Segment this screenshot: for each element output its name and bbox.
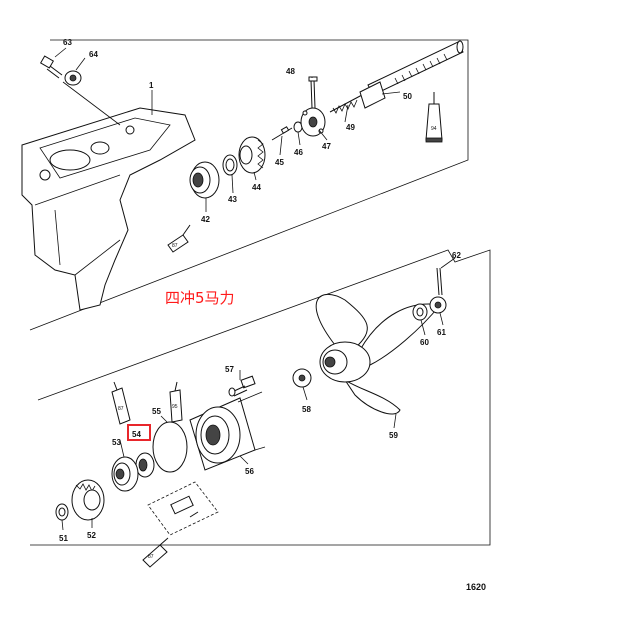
screw-63 bbox=[39, 55, 63, 79]
callout-49: 49 bbox=[346, 123, 355, 132]
callout-57: 57 bbox=[225, 365, 234, 374]
pump-body-47 bbox=[300, 107, 326, 137]
screw-48 bbox=[308, 76, 318, 109]
pin-45 bbox=[271, 126, 293, 141]
callout-labels: 1 42 43 44 45 46 47 48 49 50 51 52 53 54… bbox=[59, 38, 461, 543]
callout-59: 59 bbox=[389, 431, 398, 440]
bearing-42 bbox=[189, 161, 220, 199]
drive-shaft-50 bbox=[359, 40, 464, 109]
callout-63: 63 bbox=[63, 38, 72, 47]
callout-47: 47 bbox=[322, 142, 331, 151]
callout-50: 50 bbox=[403, 92, 412, 101]
washer-60 bbox=[412, 303, 428, 321]
sealant-tube-95: 95 bbox=[169, 381, 183, 423]
tube-label-95: 95 bbox=[172, 404, 178, 410]
callout-61: 61 bbox=[437, 328, 446, 337]
callout-51: 51 bbox=[59, 534, 68, 543]
callout-60: 60 bbox=[420, 338, 429, 347]
cotter-pin-62 bbox=[436, 267, 443, 296]
callout-45: 45 bbox=[275, 158, 284, 167]
callout-56: 56 bbox=[245, 467, 254, 476]
gear-housing bbox=[21, 107, 196, 311]
callout-64: 64 bbox=[89, 50, 98, 59]
callout-43: 43 bbox=[228, 195, 237, 204]
lower-assembly-frame bbox=[30, 249, 491, 546]
engine-type-annotation: 四冲5马力 bbox=[165, 289, 235, 307]
callout-52: 52 bbox=[87, 531, 96, 540]
callout-48: 48 bbox=[286, 67, 295, 76]
sealant-tube-94: 94 bbox=[425, 92, 443, 143]
leader-lines bbox=[54, 47, 456, 531]
shim-43 bbox=[222, 154, 238, 176]
tube-label-87-lower-a: 87 bbox=[118, 406, 124, 412]
callout-1: 1 bbox=[149, 81, 154, 90]
callout-54: 54 bbox=[132, 430, 141, 439]
sealant-tube-87-upper: 87 bbox=[167, 224, 191, 253]
nut-61 bbox=[429, 296, 447, 314]
upper-assembly-frame bbox=[29, 39, 469, 331]
callout-62: 62 bbox=[452, 251, 461, 260]
subassembly-dashed-box bbox=[147, 481, 219, 536]
callout-42: 42 bbox=[201, 215, 210, 224]
callout-44: 44 bbox=[252, 183, 261, 192]
washer-64 bbox=[64, 70, 82, 86]
bearing-carrier-56 bbox=[189, 391, 266, 471]
callout-58: 58 bbox=[302, 405, 311, 414]
tube-label-94: 94 bbox=[431, 126, 437, 132]
o-ring-55 bbox=[152, 421, 188, 473]
tube-label-87-lower-b: 87 bbox=[148, 554, 154, 560]
reverse-gear-52 bbox=[71, 479, 105, 521]
callout-55: 55 bbox=[152, 407, 161, 416]
screw-57 bbox=[228, 375, 256, 397]
sealant-tube-87-lower-a: 87 bbox=[111, 381, 131, 425]
bearing-53 bbox=[111, 456, 139, 492]
pinion-gear-44 bbox=[238, 136, 266, 174]
tube-label-87-upper: 87 bbox=[172, 243, 178, 249]
bearing-54 bbox=[135, 452, 155, 478]
spring-49 bbox=[329, 94, 363, 114]
callout-46: 46 bbox=[294, 148, 303, 157]
shim-51 bbox=[55, 503, 69, 521]
sealant-tube-87-lower-b: 87 bbox=[142, 537, 169, 568]
highlight-box-54 bbox=[127, 424, 151, 441]
callout-53: 53 bbox=[112, 438, 121, 447]
diagram-code: 1620 bbox=[466, 582, 486, 592]
thrust-hub-58 bbox=[292, 368, 312, 388]
